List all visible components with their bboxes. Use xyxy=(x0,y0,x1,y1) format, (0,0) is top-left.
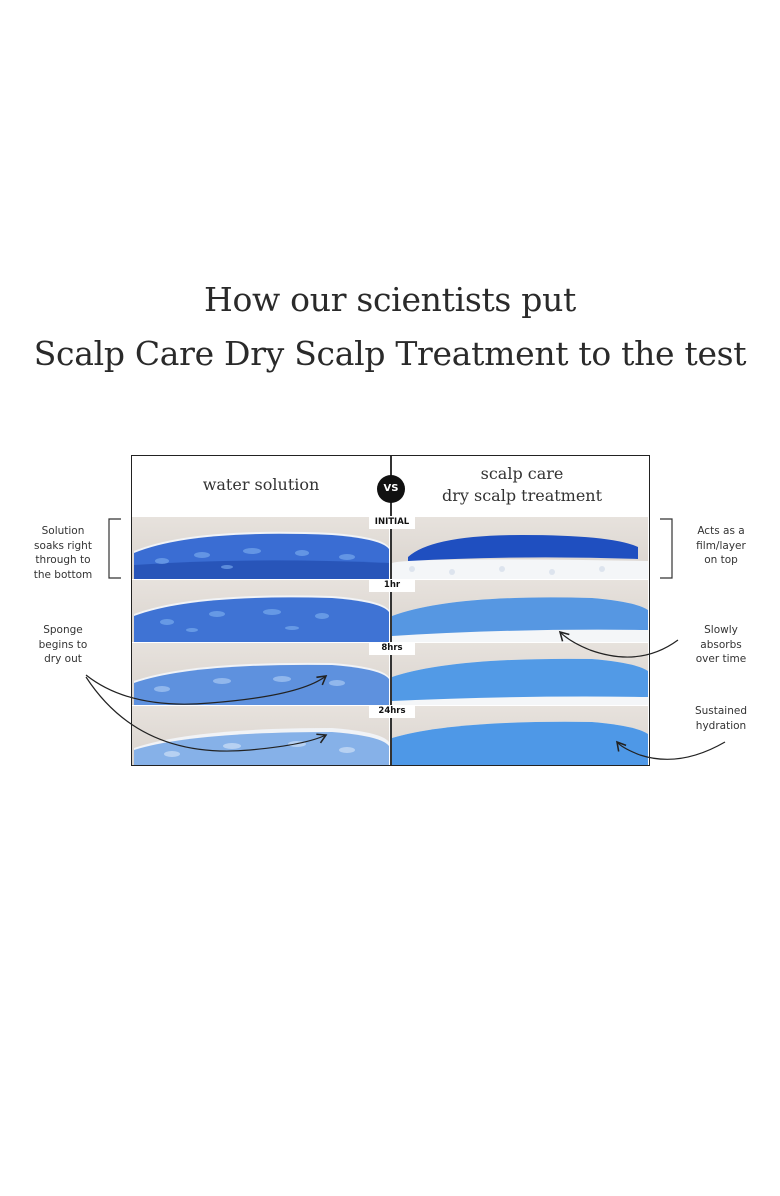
annotation-line: Acts as a xyxy=(697,525,745,537)
sponge-photo-treatment-24hrs xyxy=(392,706,648,765)
sponge-photo-water-8hrs xyxy=(132,643,389,705)
vs-badge: VS xyxy=(377,475,405,503)
arrow-slowly-absorbs xyxy=(558,630,679,658)
page-title-line-1: How our scientists put xyxy=(204,280,576,319)
annotation-line: on top xyxy=(704,554,738,566)
time-label-1hr: 1hr xyxy=(369,579,415,592)
bracket-left xyxy=(108,518,121,579)
annotation-line: Sponge xyxy=(43,624,83,636)
annotation-sponge-dries: Sponge begins to dry out xyxy=(28,623,98,667)
bracket-right xyxy=(660,518,673,579)
comparison-figure: water solution scalp care dry scalp trea… xyxy=(131,455,650,766)
time-label-24hrs: 24hrs xyxy=(369,705,415,718)
row-8hrs: 8hrs xyxy=(132,642,648,705)
annotation-line: film/layer xyxy=(696,539,746,552)
annotation-line: Slowly xyxy=(704,624,738,636)
time-label-initial: INITIAL xyxy=(369,516,415,529)
annotation-solution-soaks: Solution soaks right through to the bott… xyxy=(28,524,98,582)
scalp-care-heading: scalp care dry scalp treatment xyxy=(394,463,649,507)
sponge-photo-treatment-initial xyxy=(392,517,648,579)
annotation-line: soaks right xyxy=(34,539,92,552)
page-title-line-2: Scalp Care Dry Scalp Treatment to the te… xyxy=(33,334,747,373)
sponge-photo-treatment-1hr xyxy=(392,580,648,642)
sponge-photo-treatment-8hrs xyxy=(392,643,648,705)
arrow-sustained-hydration xyxy=(615,740,726,760)
water-solution-heading: water solution xyxy=(202,475,320,494)
annotation-sustained-hydration: Sustained hydration xyxy=(684,704,758,733)
annotation-line: Sustained xyxy=(694,705,748,717)
time-label-8hrs: 8hrs xyxy=(369,642,415,655)
row-initial: INITIAL xyxy=(132,516,648,579)
arrow-dry-to-24hrs xyxy=(85,676,328,752)
row-1hr: 1hr xyxy=(132,579,648,642)
annotation-line: hydration xyxy=(695,719,747,732)
column-divider xyxy=(390,456,392,765)
annotation-line: Solution xyxy=(41,525,85,537)
scalp-care-heading-line-2: dry scalp treatment xyxy=(441,486,603,505)
scalp-care-heading-line-1: scalp care xyxy=(480,464,564,483)
annotation-line: absorbs xyxy=(700,638,742,651)
annotation-line: through to xyxy=(35,554,91,566)
annotation-line: the bottom xyxy=(33,568,93,581)
annotation-line: over time xyxy=(695,653,747,665)
annotation-line: dry out xyxy=(44,653,82,665)
sponge-photo-water-1hr xyxy=(132,580,389,642)
annotation-acts-as-film: Acts as a film/layer on top xyxy=(684,524,758,568)
annotation-slowly-absorbs: Slowly absorbs over time xyxy=(684,623,758,667)
annotation-line: begins to xyxy=(38,638,88,651)
arrow-dry-to-8hrs xyxy=(85,674,328,705)
sponge-photo-water-initial xyxy=(132,517,389,579)
